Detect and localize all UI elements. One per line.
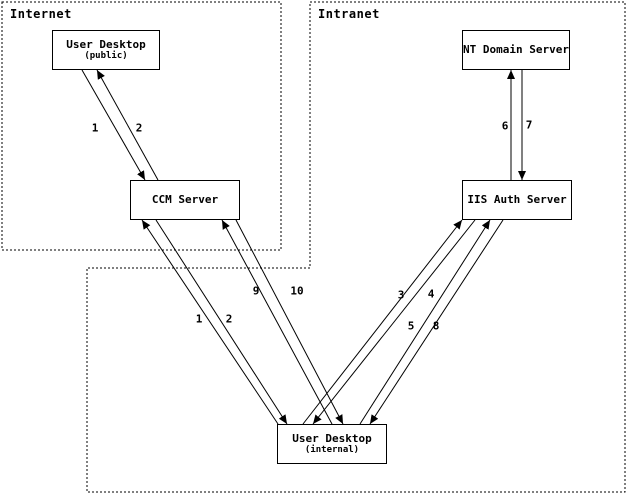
node-user-desktop-public-label: User Desktop — [66, 38, 146, 51]
flow-5-internal-to-iis — [359, 219, 491, 425]
node-user-desktop-public-sublabel: (public) — [84, 51, 128, 61]
flow-label-3: 3 — [397, 288, 405, 302]
flow-1-internal-to-ccm — [141, 219, 279, 425]
node-nt-domain-server: NT Domain Server — [462, 30, 570, 70]
flow-1-public-to-ccm — [81, 69, 146, 181]
flow-8-iis-to-internal — [369, 219, 504, 425]
flow-label-5: 5 — [407, 319, 415, 333]
internet-zone-label: Internet — [10, 7, 72, 21]
flow-4-iis-to-internal — [312, 219, 476, 425]
node-user-desktop-public: User Desktop (public) — [52, 30, 160, 70]
flow-label-9: 9 — [252, 284, 260, 298]
node-ccm-server-label: CCM Server — [151, 193, 219, 206]
flow-label-4: 4 — [427, 287, 435, 301]
node-user-desktop-internal-label: User Desktop — [292, 432, 372, 445]
flow-2-ccm-to-public — [96, 69, 159, 181]
flow-label-1-public-ccm: 1 — [91, 121, 99, 135]
flow-label-6: 6 — [501, 119, 509, 133]
flow-label-1-internal-ccm: 1 — [195, 312, 203, 326]
flow-label-7: 7 — [525, 118, 533, 132]
flow-2-ccm-to-internal — [155, 219, 288, 425]
flow-10-ccm-to-internal — [235, 219, 344, 425]
intranet-zone-border — [86, 1, 626, 493]
node-iis-auth-server: IIS Auth Server — [462, 180, 572, 220]
flow-label-2-public-ccm: 2 — [135, 121, 143, 135]
flow-9-internal-to-ccm — [221, 219, 333, 425]
internet-zone-border — [1, 1, 282, 251]
flow-label-10: 10 — [290, 284, 304, 298]
node-user-desktop-internal-sublabel: (internal) — [304, 445, 360, 455]
node-nt-domain-server-label: NT Domain Server — [463, 43, 569, 56]
intranet-zone-label: Intranet — [318, 7, 380, 21]
flow-3-internal-to-iis — [302, 219, 463, 425]
node-ccm-server: CCM Server — [130, 180, 240, 220]
node-iis-auth-server-label: IIS Auth Server — [467, 193, 567, 206]
flow-label-8: 8 — [432, 319, 440, 333]
node-user-desktop-internal: User Desktop (internal) — [277, 424, 387, 464]
flow-label-2-internal-ccm: 2 — [225, 312, 233, 326]
